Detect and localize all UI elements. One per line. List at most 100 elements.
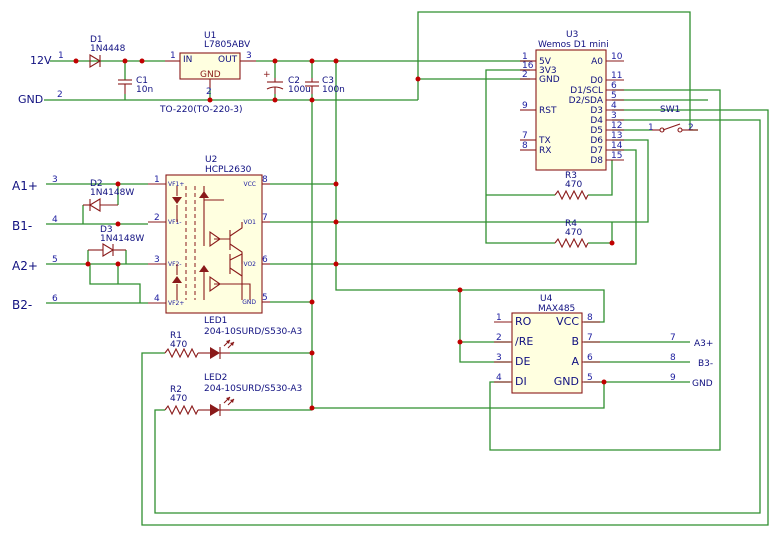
svg-text:R1: R1: [170, 331, 182, 341]
pin-number: 4: [611, 101, 617, 111]
svg-text:LED1: LED1: [204, 316, 227, 326]
resistor-r1: R1 470: [164, 331, 199, 359]
led-led2: LED2 204-10SURD/S530-A3: [198, 373, 302, 416]
pin-name: RO: [515, 315, 532, 328]
pin-name: /RE: [515, 335, 533, 348]
pin-number: 5: [262, 293, 268, 303]
pin-name: D5: [590, 126, 603, 136]
svg-text:470: 470: [170, 340, 187, 350]
pin-number: 14: [611, 141, 623, 151]
net-b2m: B2-: [12, 298, 32, 312]
resistor-r4: R4 470: [554, 219, 589, 249]
pin-name: A0: [591, 57, 603, 67]
pin-number: 8: [587, 313, 593, 323]
net-a1p: A1+: [12, 179, 38, 193]
diode-d2: D2 1N4148W: [83, 179, 134, 212]
pin-number: 4: [496, 373, 502, 383]
svg-text:HCPL2630: HCPL2630: [205, 165, 252, 175]
capacitor-c2: + C2 100u: [263, 70, 311, 95]
pin-name: VF2-: [168, 261, 182, 268]
svg-text:1: 1: [58, 51, 64, 61]
pin-number: 7: [522, 131, 528, 141]
pin-name: 3V3: [539, 66, 557, 76]
net-gnd: GND: [18, 93, 43, 106]
svg-text:D1: D1: [90, 35, 103, 45]
pin-number: 12: [611, 121, 622, 131]
led-led1: LED1 204-10SURD/S530-A3: [198, 316, 302, 359]
pin-name: RX: [539, 146, 551, 156]
svg-text:3: 3: [246, 51, 252, 61]
pin-name: TX: [538, 136, 551, 146]
pin-number: 7: [587, 333, 593, 343]
svg-text:204-10SURD/S530-A3: 204-10SURD/S530-A3: [204, 384, 302, 394]
pin-name: D7: [590, 146, 603, 156]
svg-text:1: 1: [170, 51, 176, 61]
net-12v: 12V: [30, 54, 52, 67]
pin-name: VF1+: [168, 181, 184, 188]
svg-text:9: 9: [670, 373, 676, 383]
pin-number: 8: [262, 175, 268, 185]
net-labels: 12V 1 GND 2 A1+ 3 B1- 4 A2+ 5 B2- 6 A3+ …: [12, 51, 713, 389]
pin-name: D3: [590, 106, 603, 116]
pin-name: GND: [539, 75, 560, 85]
resistor-r3: R3 470: [554, 171, 589, 201]
svg-text:8: 8: [670, 353, 676, 363]
pin-number: 3: [496, 353, 502, 363]
pin-name: VF2+: [168, 300, 184, 307]
pin-name: D1/SCL: [570, 86, 603, 96]
diode-d1: D1 1N4448: [89, 35, 126, 68]
pin-number: 2: [496, 333, 502, 343]
pin-number: 5: [587, 373, 593, 383]
pin-name: GND: [554, 375, 579, 388]
svg-text:R2: R2: [170, 385, 182, 395]
svg-text:2: 2: [57, 90, 63, 100]
pin-number: 7: [262, 213, 268, 223]
pin-name: VCC: [556, 315, 579, 328]
pin-number: 6: [587, 353, 593, 363]
svg-text:3: 3: [52, 175, 58, 185]
pin-number: 6: [611, 81, 617, 91]
pin-name: D8: [590, 156, 603, 166]
pin-name: DE: [515, 355, 530, 368]
svg-text:+: +: [263, 70, 271, 80]
pin-name: RST: [539, 106, 557, 116]
svg-text:2: 2: [688, 123, 694, 133]
svg-text:C3: C3: [322, 76, 334, 86]
svg-text:470: 470: [170, 394, 187, 404]
svg-text:4: 4: [52, 215, 58, 225]
svg-text:R4: R4: [565, 219, 577, 229]
svg-text:TO-220(TO-220-3): TO-220(TO-220-3): [159, 105, 243, 115]
svg-text:10n: 10n: [136, 85, 153, 95]
svg-text:U2: U2: [205, 155, 217, 165]
pin-number: 2: [522, 70, 528, 80]
pin-name: D6: [590, 136, 603, 146]
pin-number: 1: [496, 313, 502, 323]
pin-name: VO1: [243, 219, 256, 226]
svg-text:1N4148W: 1N4148W: [90, 188, 134, 198]
pin-name: B: [571, 335, 579, 348]
diode-d3: D3 1N4148W: [88, 225, 144, 257]
svg-text:470: 470: [565, 228, 582, 238]
svg-text:100u: 100u: [288, 85, 311, 95]
resistor-r2: R2 470: [164, 385, 199, 416]
capacitor-c3: C3 100n: [305, 76, 345, 95]
pin-name: 5V: [539, 57, 552, 67]
svg-text:U1: U1: [204, 31, 216, 41]
pin-number: 10: [611, 52, 623, 62]
svg-text:OUT: OUT: [218, 55, 238, 65]
svg-text:Wemos D1 mini: Wemos D1 mini: [538, 40, 609, 50]
svg-text:IN: IN: [183, 55, 192, 65]
svg-text:100n: 100n: [322, 85, 345, 95]
svg-text:1: 1: [648, 123, 654, 133]
svg-text:SW1: SW1: [660, 105, 680, 115]
svg-text:2: 2: [206, 87, 212, 97]
pin-name: VCC: [244, 181, 256, 188]
pin-name: D0: [590, 76, 603, 86]
pin-number: 15: [611, 151, 622, 161]
pin-number: 16: [522, 61, 534, 71]
pin-name: D4: [590, 116, 603, 126]
svg-text:D3: D3: [100, 225, 113, 235]
switch-sw1: SW1 1 2: [648, 105, 698, 133]
svg-text:470: 470: [565, 180, 582, 190]
